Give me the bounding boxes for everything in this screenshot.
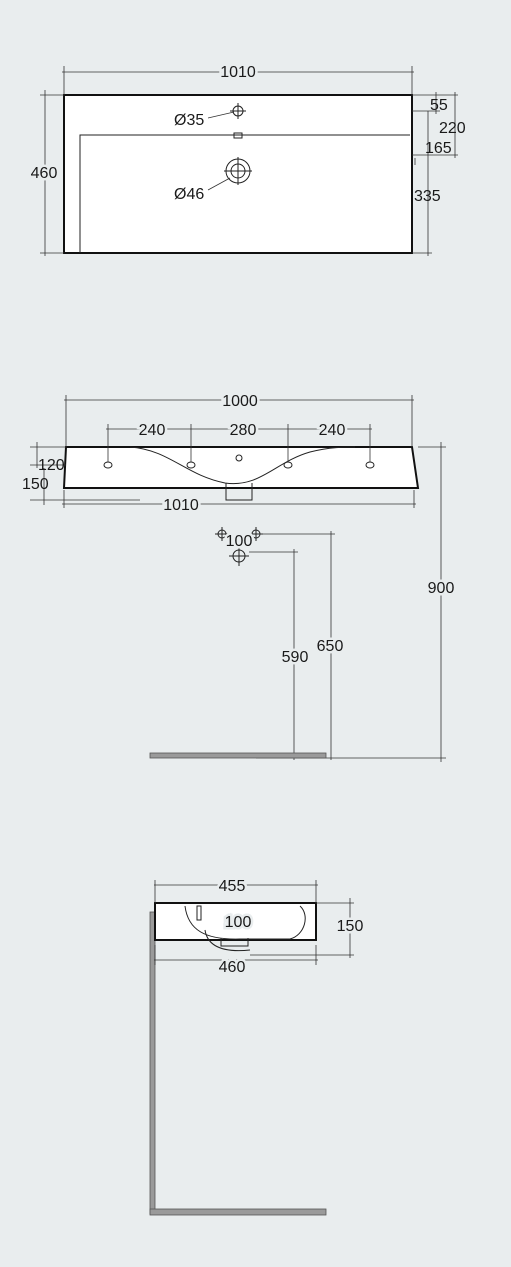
height-150-label: 150 <box>22 476 49 493</box>
overflow-slot <box>233 132 243 139</box>
height-650-label: 650 <box>317 638 344 655</box>
side-view <box>149 880 354 1216</box>
floor-front <box>149 752 327 759</box>
basin-side-outline <box>154 902 317 941</box>
dim-55-label: 55 <box>430 97 448 114</box>
front-bottom-width-label: 1010 <box>163 497 199 514</box>
floor-side <box>149 1208 327 1216</box>
wall <box>149 911 156 1215</box>
dim-165-label: 165 <box>425 140 452 157</box>
height-150-side-label: 150 <box>337 918 364 935</box>
basin-front-outline <box>62 446 420 489</box>
bowl-inner-edge <box>79 134 410 253</box>
trap-100-label: 100 <box>225 914 252 931</box>
trap-spacing-label: 100 <box>226 533 253 550</box>
spacing-left-label: 240 <box>139 422 166 439</box>
height-900-label: 900 <box>428 580 455 597</box>
bowl-side-curve <box>184 905 306 940</box>
top-depth-label: 460 <box>31 165 58 182</box>
height-590-label: 590 <box>282 649 309 666</box>
depth-455-label: 455 <box>219 878 246 895</box>
spacing-right-label: 240 <box>319 422 346 439</box>
depth-460-label: 460 <box>219 959 246 976</box>
tap-hole-label: Ø35 <box>174 112 204 129</box>
dim-220-label: 220 <box>439 120 466 137</box>
dim-335-label: 335 <box>414 188 441 205</box>
top-view <box>40 66 458 256</box>
waste-label: Ø46 <box>174 186 204 203</box>
height-120-label: 120 <box>38 457 65 474</box>
spacing-mid-label: 280 <box>230 422 257 439</box>
top-width-label: 1010 <box>220 64 256 81</box>
bowl-curve <box>129 446 356 485</box>
front-view <box>30 395 446 762</box>
waste-front <box>225 483 253 501</box>
front-top-width-label: 1000 <box>222 393 258 410</box>
